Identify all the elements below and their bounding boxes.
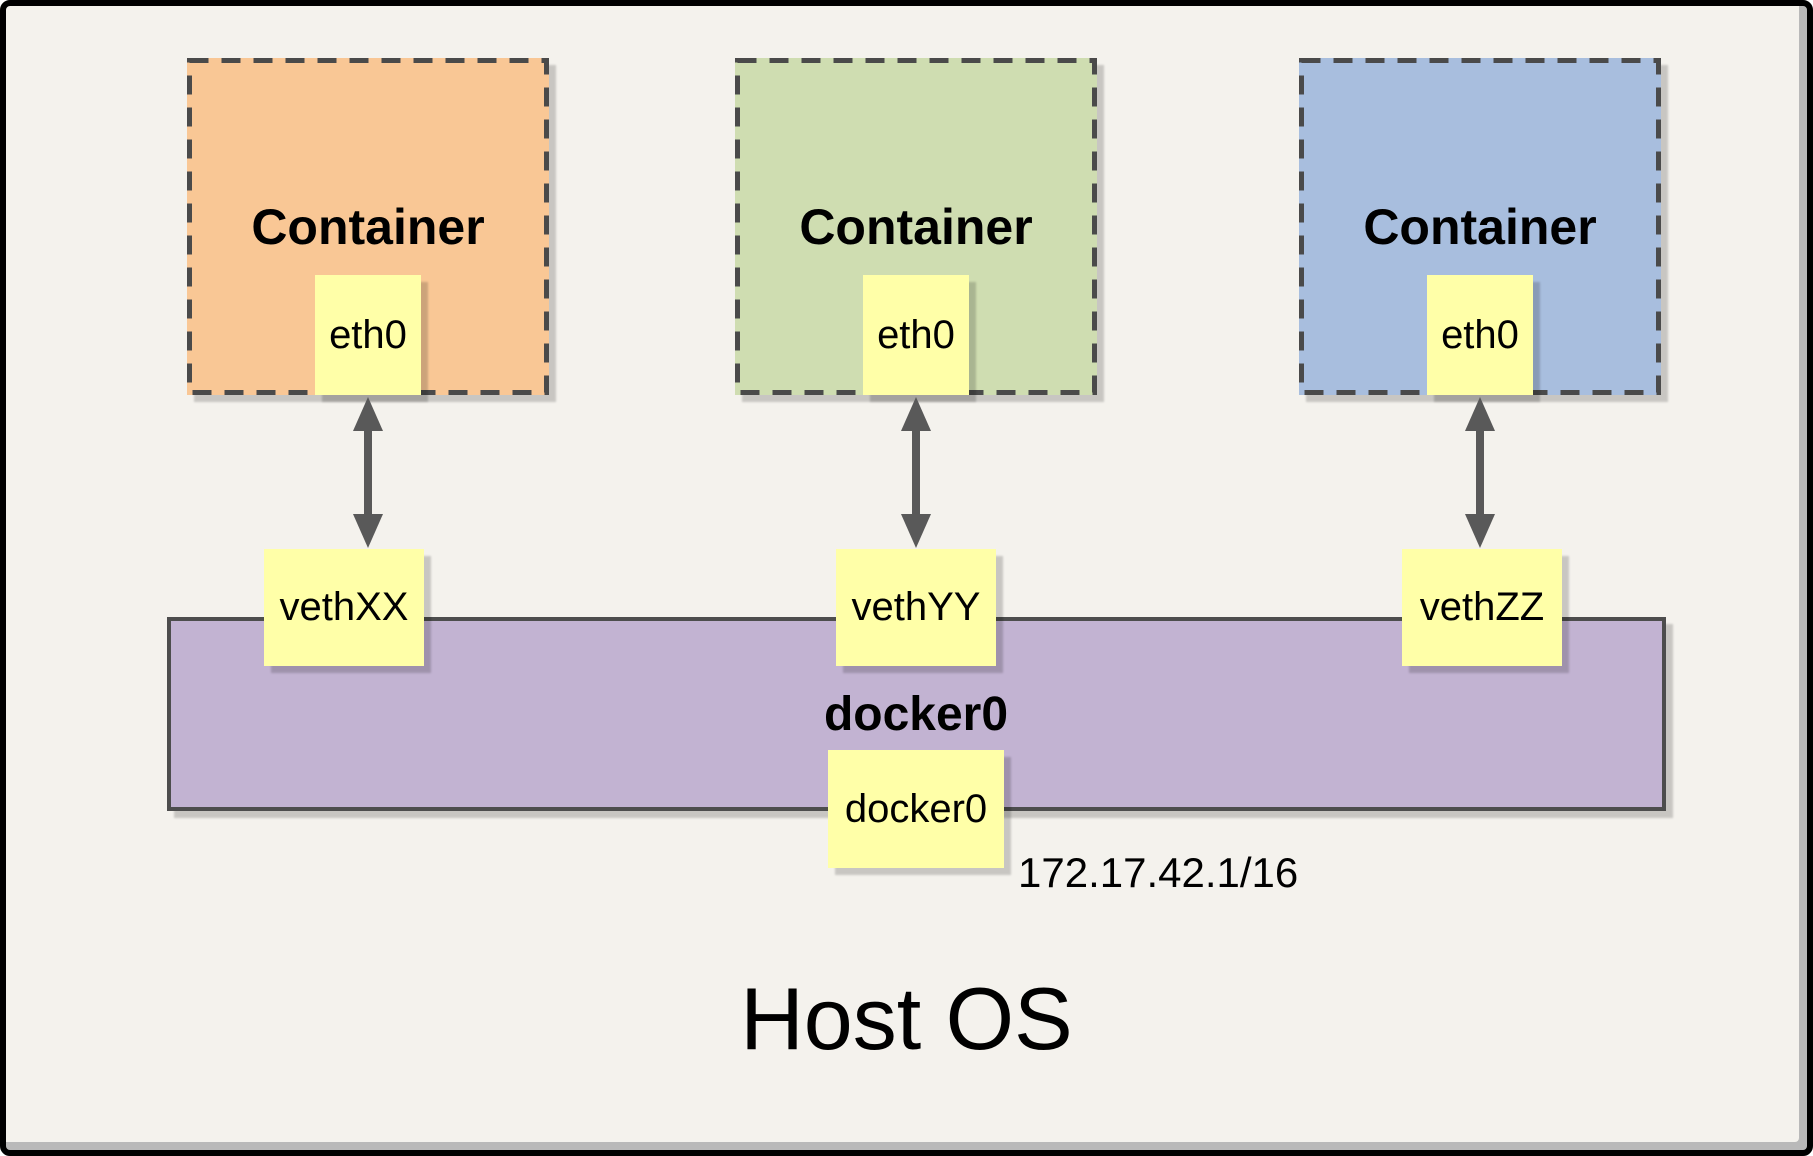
container-box-2: Container eth0 — [735, 58, 1097, 395]
bridge-ip-address: 172.17.42.1/16 — [1018, 849, 1299, 896]
container-label: Container — [251, 198, 485, 255]
container-box-1: Container eth0 — [187, 58, 549, 395]
container-label: Container — [1363, 198, 1597, 255]
vethYY-interface-box: vethYY — [836, 549, 996, 666]
eth0-interface-label: eth0 — [1441, 312, 1519, 357]
docker0-interface-label: docker0 — [844, 786, 988, 831]
veth-connector-arrow-1 — [353, 397, 383, 548]
eth0-interface-box: eth0 — [1427, 275, 1533, 395]
vethXX-interface-box: vethXX — [264, 549, 424, 666]
container-label: Container — [799, 198, 1033, 255]
vethYY-interface-label: vethYY — [851, 585, 981, 629]
container-box-3: Container eth0 — [1299, 58, 1661, 395]
docker0-interface-box: docker0 — [828, 750, 1004, 868]
host-os-title: Host OS — [740, 969, 1073, 1068]
docker0-bridge-label: docker0 — [823, 688, 1009, 741]
vethZZ-interface-label: vethZZ — [1419, 585, 1545, 629]
eth0-interface-label: eth0 — [877, 312, 955, 357]
vethXX-interface-label: vethXX — [279, 585, 409, 629]
vethZZ-interface-box: vethZZ — [1402, 549, 1562, 666]
veth-connector-arrow-3 — [1465, 397, 1495, 548]
eth0-interface-label: eth0 — [329, 312, 407, 357]
eth0-interface-box: eth0 — [863, 275, 969, 395]
eth0-interface-box: eth0 — [315, 275, 421, 395]
veth-connector-arrow-2 — [901, 397, 931, 548]
